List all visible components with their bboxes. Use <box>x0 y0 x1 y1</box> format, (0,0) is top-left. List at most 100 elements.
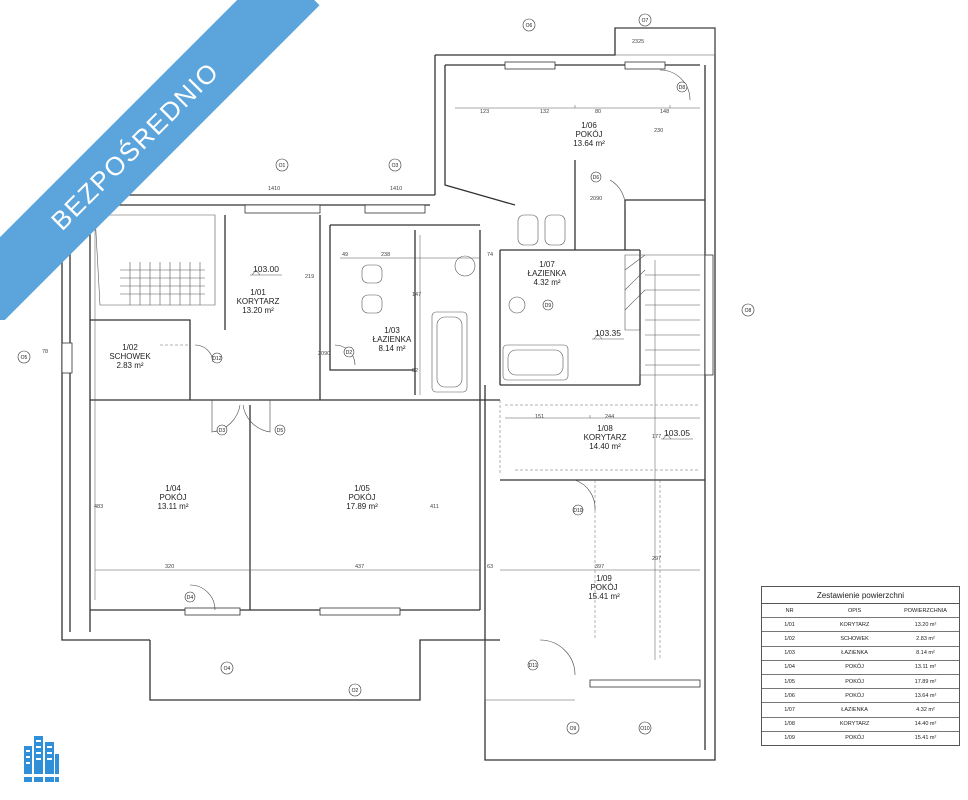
dim-78: 78 <box>42 349 48 355</box>
cell-opis: KORYTARZ <box>817 617 893 632</box>
room-area: 8.14 m² <box>378 344 405 353</box>
door-tag: D6 <box>590 171 602 183</box>
walls <box>61 27 716 761</box>
window-tag: O2 <box>348 683 362 697</box>
room-labels: 1/01 KORYTARZ 13.20 m² 1/02 SCHOWEK 2.83… <box>109 121 626 601</box>
cell-nr: 1/07 <box>762 702 818 717</box>
room-area: 15.41 m² <box>588 592 620 601</box>
room-name: POKÓJ <box>575 130 602 139</box>
room-area: 14.40 m² <box>589 442 621 451</box>
svg-text:O5: O5 <box>21 355 28 361</box>
svg-text:O8: O8 <box>745 308 752 314</box>
dim-230: 230 <box>654 128 663 134</box>
room-area: 13.20 m² <box>242 306 274 315</box>
room-1-04: 1/04 POKÓJ 13.11 m² <box>158 484 189 511</box>
dim-74: 74 <box>487 252 493 258</box>
table-title: Zestawienie powierzchni <box>762 587 959 604</box>
room-name: ŁAZIENKA <box>528 269 567 278</box>
svg-text:D9: D9 <box>545 303 552 309</box>
cell-area: 2.83 m² <box>892 631 959 647</box>
svg-text:D4: D4 <box>187 595 194 601</box>
svg-text:D3: D3 <box>219 428 226 434</box>
cell-nr: 1/04 <box>762 659 818 675</box>
level-label: 103.35 <box>595 328 621 338</box>
svg-text:D5: D5 <box>277 428 284 434</box>
svg-text:D12: D12 <box>212 356 221 362</box>
svg-text:D8: D8 <box>679 85 686 91</box>
dim-2325: 2325 <box>632 39 644 45</box>
dim-49: 49 <box>342 252 348 258</box>
cell-nr: 1/05 <box>762 673 818 689</box>
cell-area: 15.41 m² <box>892 730 959 745</box>
door-tag: D2 <box>343 346 355 358</box>
room-number: 1/06 <box>581 121 597 130</box>
svg-text:D10: D10 <box>573 508 582 514</box>
window-tag: O3 <box>388 158 402 172</box>
room-area: 4.32 m² <box>533 278 560 287</box>
dim-297: 297 <box>652 556 661 562</box>
room-number: 1/09 <box>596 574 612 583</box>
window-tag: O10 <box>638 721 652 735</box>
dim-411: 411 <box>430 504 439 510</box>
dim-82: 82 <box>412 368 418 374</box>
cell-opis: POKÓJ <box>817 659 893 675</box>
building-logo-icon <box>22 736 60 782</box>
dim-244: 244 <box>605 414 614 420</box>
dim-132: 132 <box>540 109 549 115</box>
svg-text:O4: O4 <box>224 666 231 672</box>
svg-text:D6: D6 <box>593 175 600 181</box>
cell-opis: ŁAZIENKA <box>817 645 893 661</box>
cell-nr: 1/06 <box>762 688 818 703</box>
room-1-01: 1/01 KORYTARZ 13.20 m² <box>237 288 280 315</box>
col-header-nr: NR <box>785 607 794 614</box>
room-name: KORYTARZ <box>584 433 627 442</box>
room-number: 1/02 <box>122 343 138 352</box>
table-header-row: NR OPIS POWIERZCHNIA <box>762 604 959 618</box>
cell-area: 13.20 m² <box>892 617 959 632</box>
room-1-03: 1/03 ŁAZIENKA 8.14 m² <box>373 326 412 353</box>
cell-opis: ŁAZIENKA <box>817 702 893 717</box>
cell-opis: POKÓJ <box>817 673 893 689</box>
cell-area: 17.89 m² <box>892 673 959 689</box>
svg-text:D2: D2 <box>346 350 353 356</box>
door-tag: D8 <box>676 81 688 93</box>
window-tag: O8 <box>741 303 755 317</box>
room-1-09: 1/09 POKÓJ 15.41 m² <box>588 574 620 601</box>
room-number: 1/05 <box>354 484 370 493</box>
cell-area: 13.64 m² <box>892 688 959 703</box>
cell-nr: 1/09 <box>762 730 818 745</box>
door-tag: D4 <box>184 591 196 603</box>
door-tag: D12 <box>211 352 223 364</box>
room-area: 13.64 m² <box>573 139 605 148</box>
room-number: 1/01 <box>250 288 266 297</box>
room-area: 2.83 m² <box>116 361 143 370</box>
room-name: SCHOWEK <box>109 352 151 361</box>
door-tag: D9 <box>542 299 554 311</box>
cell-opis: SCHOWEK <box>817 631 893 647</box>
cell-nr: 1/02 <box>762 631 818 647</box>
window-tag: O7 <box>638 13 652 27</box>
opening-tags: O1 O3 O6 O7 O5 O8 O4 O2 O9 O10 D3 D5 D4 … <box>17 13 755 735</box>
door-tag: D10 <box>572 504 584 516</box>
dim-123: 123 <box>480 109 489 115</box>
window-tag: O6 <box>522 18 536 32</box>
dim-80: 80 <box>595 109 601 115</box>
window-tag: O5 <box>17 350 31 364</box>
door-tag: D5 <box>274 424 286 436</box>
cell-nr: 1/01 <box>762 617 818 632</box>
cell-area: 4.32 m² <box>892 702 959 717</box>
room-1-05: 1/05 POKÓJ 17.89 m² <box>346 484 378 511</box>
level-label: 103.00 <box>253 264 279 274</box>
dim-238: 238 <box>381 252 390 258</box>
dim-397: 397 <box>595 564 604 570</box>
cell-area: 8.14 m² <box>892 645 959 661</box>
svg-text:O6: O6 <box>526 23 533 29</box>
dim-148: 148 <box>660 109 669 115</box>
